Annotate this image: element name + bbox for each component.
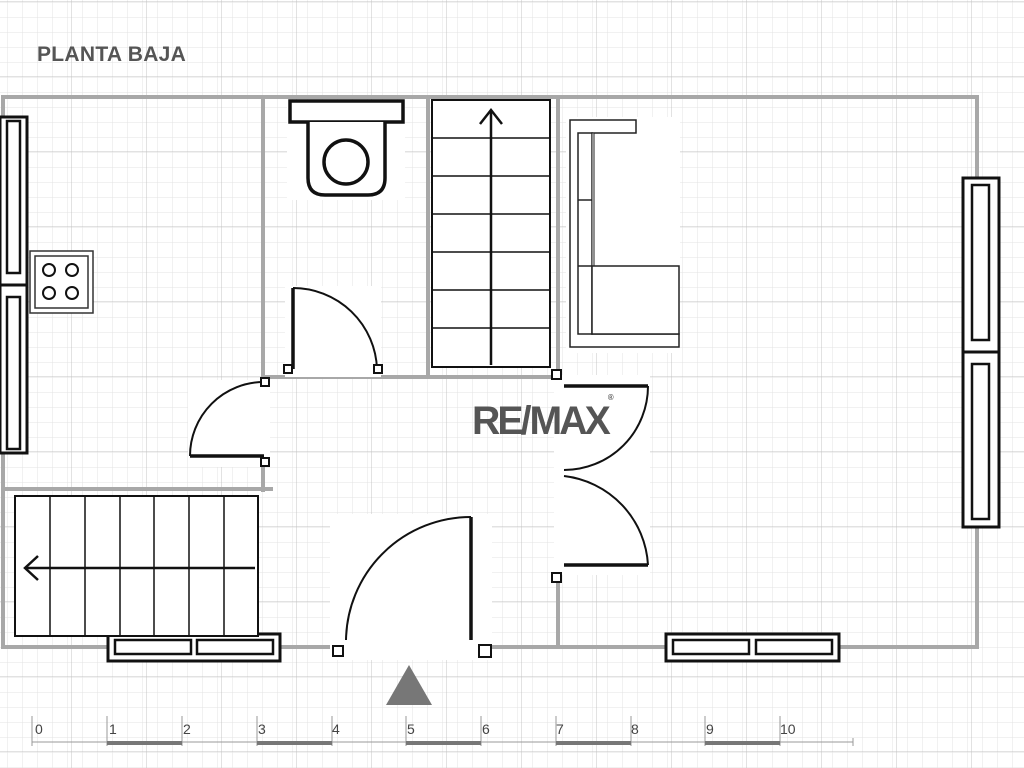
door-bathroom — [283, 286, 383, 377]
sofa — [566, 117, 680, 353]
scale-label: 1 — [109, 721, 117, 737]
window-right — [961, 176, 1001, 529]
toilet — [287, 99, 405, 200]
staircase-upper — [431, 99, 551, 368]
scale-label: 8 — [631, 721, 639, 737]
scale-label: 4 — [332, 721, 340, 737]
exterior-wall — [1, 95, 979, 649]
window-bottom-right — [664, 632, 841, 663]
scale-label: 10 — [780, 721, 796, 737]
door-main — [330, 514, 492, 660]
scale-label: 3 — [258, 721, 266, 737]
scale-label: 0 — [35, 721, 43, 737]
scale-bar — [31, 716, 854, 746]
window-bottom-left — [106, 632, 282, 663]
scale-label: 9 — [706, 721, 714, 737]
scale-label: 7 — [556, 721, 564, 737]
stove — [29, 250, 94, 314]
entrance-marker — [386, 665, 432, 705]
staircase-lower — [14, 495, 259, 637]
door-double — [551, 369, 650, 583]
scale-label: 2 — [183, 721, 191, 737]
scale-label: 5 — [407, 721, 415, 737]
brand-logo: RE/MAX® — [472, 392, 614, 443]
scale-label: 6 — [482, 721, 490, 737]
door-kitchen — [188, 377, 270, 467]
window-left — [0, 115, 29, 455]
plan-title: PLANTA BAJA — [37, 43, 187, 66]
